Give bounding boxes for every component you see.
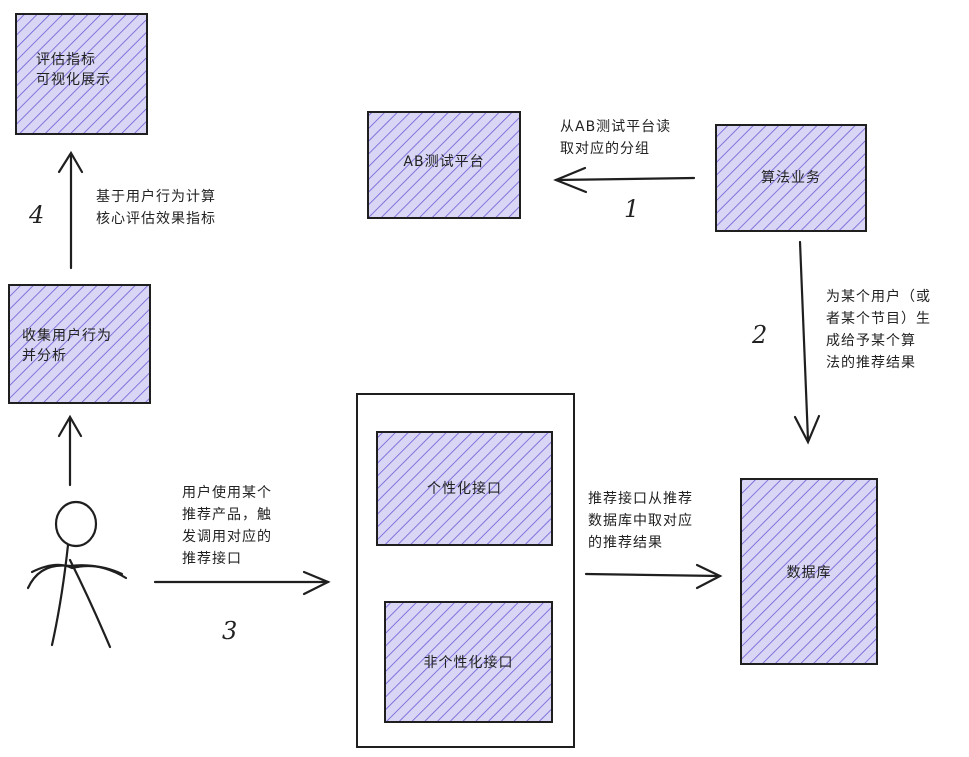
arrow-algo-to-ab: [553, 166, 696, 194]
compute-metrics-note: 基于用户行为计算 核心评估效果指标: [96, 189, 216, 227]
generate-results-note: 为某个用户（或 者某个节目）生 成给予某个算 法的推荐结果: [826, 289, 931, 371]
database-label: 数据库: [786, 565, 832, 581]
algo-business-box: [715, 124, 867, 232]
ab-platform-box: [367, 111, 521, 219]
eval-display-label: 评估指标 可视化展示: [36, 52, 111, 88]
step-4-number: 4: [29, 201, 45, 229]
step-3-number: 3: [222, 617, 238, 645]
eval-display-box: [15, 13, 148, 135]
personalized-api-label: 个性化接口: [427, 481, 502, 497]
arrow-api-to-db: [584, 563, 723, 590]
database-box: [740, 478, 878, 665]
personalized-api-box: [376, 431, 553, 546]
arrow-algo-to-db: [793, 240, 821, 445]
collect-analyze-label: 收集用户行为 并分析: [22, 328, 112, 364]
non-personalized-api-box: [384, 601, 553, 723]
step-1-number: 1: [624, 195, 640, 223]
fetch-results-note: 推荐接口从推荐 数据库中取对应 的推荐结果: [588, 491, 693, 551]
user-uses-note: 用户使用某个 推荐产品，触 发调用对应的 推荐接口: [182, 485, 272, 567]
read-ab-note: 从AB测试平台读 取对应的分组: [560, 119, 672, 157]
arrow-collect-to-eval: [57, 150, 84, 270]
arrow-user-to-collect: [57, 414, 83, 487]
collect-analyze-box: [8, 284, 151, 404]
algo-business-label: 算法业务: [761, 170, 821, 186]
step-2-number: 2: [752, 321, 768, 349]
non-personalized-api-label: 非个性化接口: [423, 655, 514, 671]
arrow-user-to-api: [153, 570, 331, 596]
stick-figure-user-icon: [26, 500, 128, 649]
ab-platform-label: AB测试平台: [403, 154, 485, 170]
